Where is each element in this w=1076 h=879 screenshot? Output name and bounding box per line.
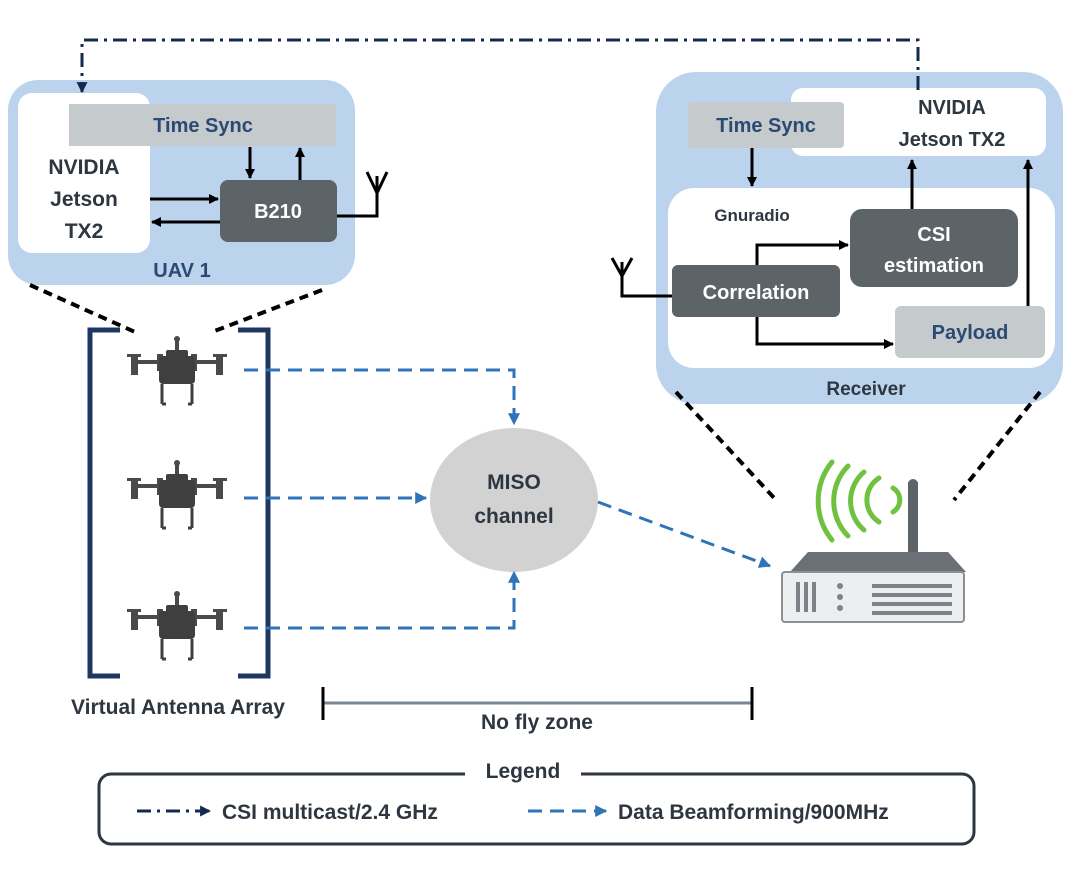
uav-jetson-line-1: NVIDIA [48,156,119,179]
miso-label-line-1: MISO [487,471,541,494]
legend: Legend CSI multicast/2.4 GHz Data Beamfo… [97,760,976,846]
beam-link-drone-3 [244,570,520,630]
uav-zoom-line-left [29,283,136,334]
receiver-zoom-line-left [674,390,778,502]
receiver-jetson-line-1: NVIDIA [918,97,986,119]
wifi-signal-icon [815,459,903,543]
csi-multicast-link [76,38,920,94]
uav-jetson-line-2: Jetson [50,188,118,211]
drone-icon [125,458,229,530]
correlation-box [672,265,840,317]
csi-label-line-1: CSI [917,224,950,246]
csi-label-line-2: estimation [884,255,984,277]
miso-channel-ellipse [430,428,598,572]
router-icon [781,479,966,623]
uav-time-sync-box [69,104,336,146]
beam-link-drone-1 [244,368,520,426]
antenna-icon [610,257,672,298]
array-bracket-right [238,327,271,679]
b210-label: B210 [254,201,302,223]
virtual-antenna-array: Virtual Antenna Array [71,327,285,719]
payload-box [895,306,1045,358]
receiver-time-sync-label: Time Sync [716,115,816,137]
drone-icon [125,334,229,406]
beam-link-to-receiver [597,500,772,568]
legend-data-label: Data Beamforming/900MHz [618,801,889,824]
drone-icon [125,589,229,661]
correlation-label: Correlation [703,282,810,304]
correlation-to-payload-arrow [755,317,894,349]
b210-box [220,180,337,242]
receiver-time-sync-box [688,102,844,148]
receiver-zoom-line-right [952,390,1042,502]
no-fly-zone-label: No fly zone [481,711,593,734]
no-fly-zone: No fly zone [321,687,754,734]
legend-title: Legend [486,760,561,783]
miso-label-line-2: channel [474,505,553,528]
receiver-panel: NVIDIA Jetson TX2 Time Sync Gnuradio Cor… [610,72,1063,404]
antenna-icon [337,171,389,218]
array-bracket-left [87,327,120,679]
uav-zoom-line-right [211,288,323,334]
uav-jetson-line-3: TX2 [65,220,104,243]
uav-panel: Time Sync NVIDIA Jetson TX2 B210 UAV 1 [8,80,389,285]
receiver-jetson-box [791,88,1046,156]
correlation-to-csi-arrow [755,240,849,265]
receiver-panel-label: Receiver [826,379,906,400]
receiver-jetson-line-2: Jetson TX2 [899,129,1006,151]
array-label: Virtual Antenna Array [71,696,285,719]
uav-panel-label: UAV 1 [153,260,210,282]
csi-estimation-box [850,209,1018,287]
legend-csi-label: CSI multicast/2.4 GHz [222,801,438,824]
payload-label: Payload [932,322,1009,344]
legend-title-backdrop [465,760,581,788]
gnuradio-label: Gnuradio [714,206,790,225]
uav-time-sync-label: Time Sync [153,115,253,137]
